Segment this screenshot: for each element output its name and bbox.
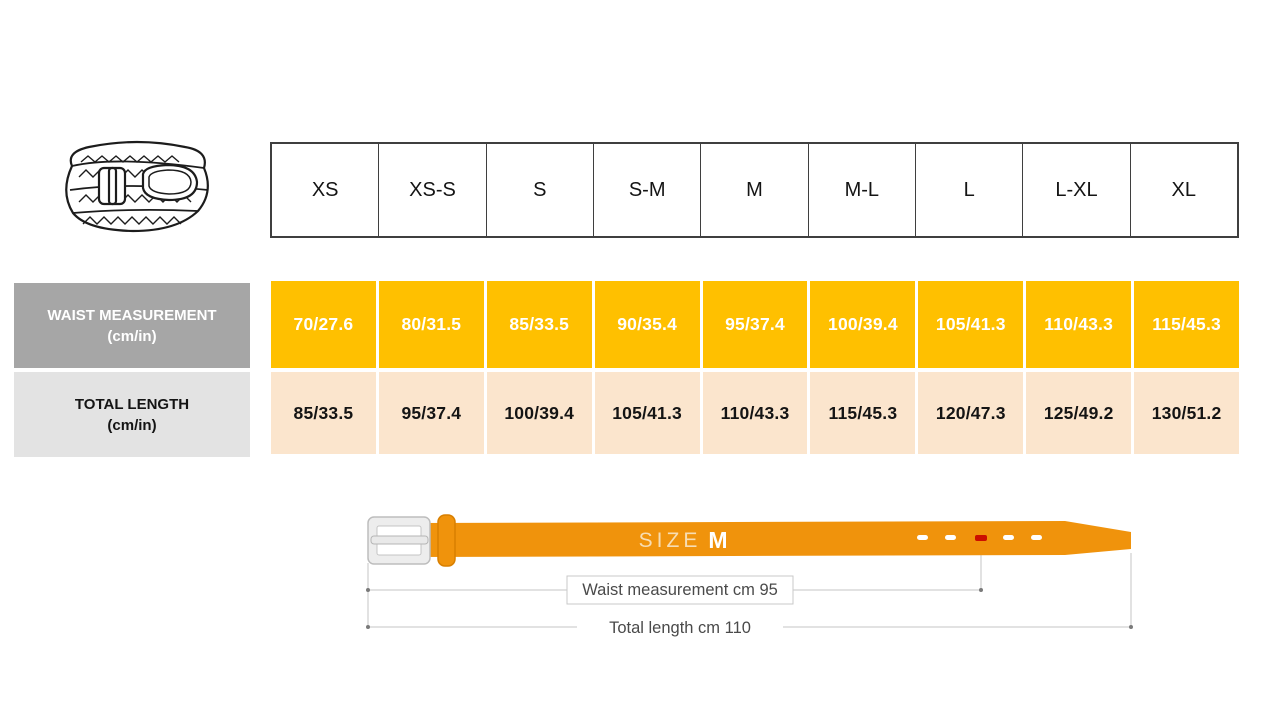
size-header-cell-m: M [701,144,809,236]
total-length-label-text: TOTAL LENGTH [74,395,190,413]
waist-measurement-values-row: 70/27.6 80/31.5 85/33.5 90/35.4 95/37.4 … [271,281,1240,368]
total-length-label-unit: (cm/in) [107,416,157,434]
total-length-value-cell: 130/51.2 [1134,372,1240,454]
waist-value-cell: 110/43.3 [1026,281,1132,368]
total-length-value-cell: 105/41.3 [594,372,700,454]
belt-strap [415,521,1131,557]
total-length-value-cell: 95/37.4 [378,372,484,454]
total-length-value-cell: 110/43.3 [702,372,808,454]
belt-hole-selected [975,535,987,541]
size-header-cell-lxl: L-XL [1023,144,1131,236]
waist-value-cell: 100/39.4 [810,281,916,368]
size-header-cell-ml: M-L [809,144,916,236]
size-header-cell-xs: XS [272,144,380,236]
belt-keeper-loop [437,514,456,567]
waist-annotation-box [566,575,794,605]
belt-diagram-canvas: SIZE M Waist measurement cm 95 Total len… [366,514,1133,639]
belt-size-value: M [708,527,727,553]
braided-belt-illustration [65,140,209,233]
belt-hole [1031,535,1042,540]
size-header-cell-xl: XL [1171,178,1197,201]
total-length-value-cell: 120/47.3 [918,372,1024,454]
size-header-row: XS XS-S S S-M M M-L L L-XL XL [270,142,1239,238]
waist-annotation-text: Waist measurement cm 95 [582,581,778,599]
belt-measurement-diagram: SIZE M Waist measurement cm 95 Total len… [355,495,1155,645]
waist-measurement-label-unit: (cm/in) [107,327,157,345]
total-length-value-cell: 125/49.2 [1026,372,1132,454]
size-header-cell-xss: XS-S [379,144,487,236]
belt-hole [1003,535,1014,540]
belt-holes [917,535,1042,541]
length-annotation-text: Total length cm 110 [609,619,751,637]
size-header-cell-l: L [916,144,1024,236]
total-length-value-cell: 100/39.4 [486,372,592,454]
waist-value-cell: 70/27.6 [271,281,376,368]
size-header-cell-s: S [487,144,594,236]
waist-value-cell: 80/31.5 [378,281,484,368]
waist-measurement-row-label: WAIST MEASUREMENT (cm/in) [14,283,250,368]
belt-size-label: SIZE [639,529,702,552]
buckle-prong [370,535,429,545]
waist-measurement-label-text: WAIST MEASUREMENT [47,306,217,324]
belt-hole [917,535,928,540]
belt-hole [945,535,956,540]
belt-buckle [367,516,431,565]
waist-value-cell: 95/37.4 [702,281,808,368]
waist-value-cell: 90/35.4 [594,281,700,368]
total-length-row-label: TOTAL LENGTH (cm/in) [14,372,250,457]
waist-value-cell: 85/33.5 [486,281,592,368]
total-length-value-cell: 115/45.3 [810,372,916,454]
braided-belt-icon [57,134,217,242]
waist-value-cell: 115/45.3 [1134,281,1240,368]
waist-value-cell: 105/41.3 [918,281,1024,368]
length-annotation-mask [577,615,783,639]
total-length-value-cell: 85/33.5 [271,372,376,454]
size-header-cell-sm: S-M [594,144,702,236]
total-length-values-row: 85/33.5 95/37.4 100/39.4 105/41.3 110/43… [271,372,1240,454]
